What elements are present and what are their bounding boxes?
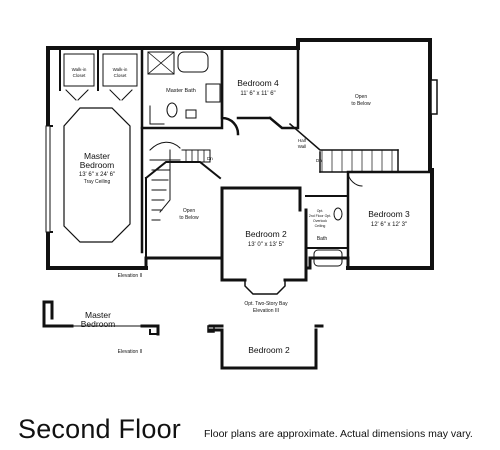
bedroom2-walls [220,186,308,282]
floor-plan-drawing: Walk-in Closet Walk-in Closet Master Bat… [42,38,438,370]
label-half-wall-2: Wall [298,144,307,149]
label-laundry-note-3: Overlook [313,219,327,223]
open-left-walls [144,161,222,180]
label-bay-note-1: Opt. Two-Story Bay [244,301,288,307]
label-alt-master-1: Master [85,310,111,320]
label-master-bath: Master Bath [166,88,196,94]
label-alt-master-2: Bedroom [81,319,116,329]
label-dn-right: Dn [316,158,322,163]
label-laundry-note-1: Opt. [317,209,324,213]
stair-left [149,141,181,221]
disclaimer-text: Floor plans are approximate. Actual dime… [204,428,473,440]
label-walkin-left-1: Walk-in [72,67,87,72]
label-laundry-note-2: 2nd Floor Opt. [309,214,331,218]
outer-wall-left [46,46,148,270]
bay-window [244,279,286,295]
label-dn-left: Dn [207,156,213,161]
outer-wall-right [346,168,434,270]
label-bath: Bath [317,236,328,242]
label-open-right-1: Open [355,94,367,100]
bedroom2-bottom-wall [220,186,247,282]
label-elevation-lower: Elevation II [118,349,143,355]
label-walkin-left-2: Closet [73,73,87,78]
outer-wall [46,38,432,172]
label-alt-bedroom2: Bedroom 2 [248,345,290,355]
label-bedroom4-dims: 11' 6" x 11' 6" [240,91,275,97]
window-right [430,79,438,115]
bedroom3-walls [346,170,432,270]
label-bedroom4-name: Bedroom 4 [237,78,279,88]
label-master-bedroom-note: Tray Ceiling [84,179,111,185]
label-walkin-right-2: Closet [114,73,128,78]
label-master-bedroom-2: Bedroom [80,160,115,170]
label-master-bedroom-dims: 13' 6" x 24' 6" [79,172,115,178]
master-bedroom-tray [63,107,131,243]
label-open-left-2: to Below [179,215,199,221]
outer-wall-bottom-mid [144,256,224,270]
label-half-wall-1: Half [298,138,307,143]
label-bedroom3-dims: 12' 6" x 12' 3" [371,222,407,228]
lower-bedroom2-walls [208,328,318,370]
label-bay-note-2: Elevation III [253,308,279,314]
floor-title: Second Floor [18,414,181,444]
label-bedroom3-name: Bedroom 3 [368,209,410,219]
label-bedroom2-name: Bedroom 2 [245,229,287,239]
label-master-bedroom-1: Master [84,151,110,161]
label-walkin-right-1: Walk-in [113,67,128,72]
label-laundry-note-4: Ceiling [315,224,326,228]
bedroom4-walls [220,46,300,136]
label-bedroom2-dims: 13' 0" x 13' 5" [248,242,284,248]
label-elevation-upper: Elevation II [118,273,143,279]
bath-walls [305,195,349,249]
label-open-left-1: Open [183,208,195,214]
label-open-right-2: to Below [351,101,371,107]
